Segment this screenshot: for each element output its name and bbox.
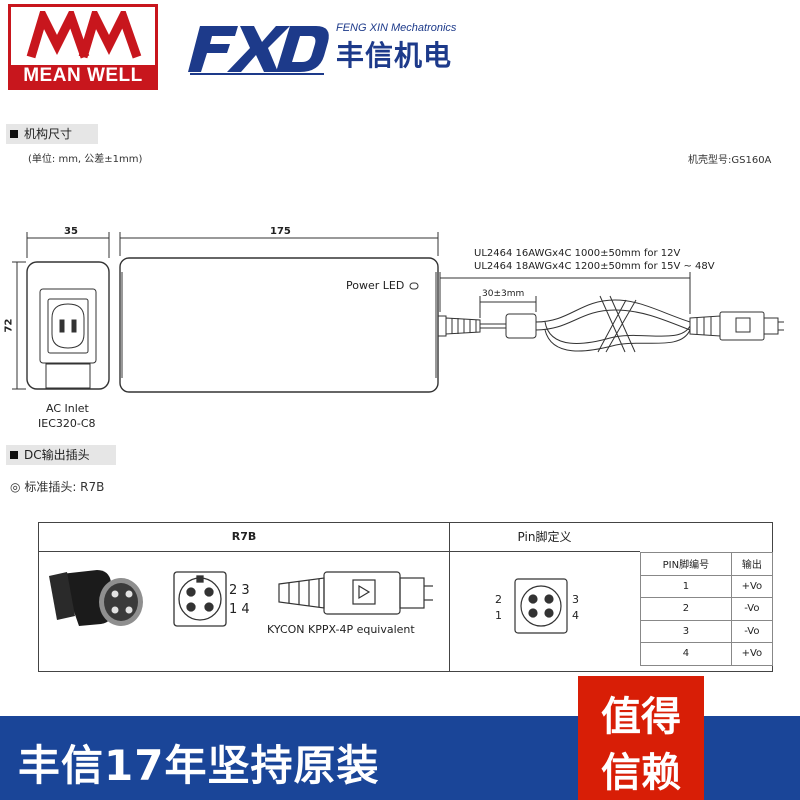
cable-spec-15-48v: UL2464 18AWGx4C 1200±50mm for 15V ~ 48V [474,261,715,272]
ferrite-dim: 30±3mm [482,289,525,299]
pin-right-top: 3 [572,593,579,606]
meanwell-logo: MEAN WELL [8,4,158,90]
trust-line-1: 值得 [601,694,681,740]
inlet-end-outline [26,261,110,390]
banner-slogan: 丰信17年坚持原装 [18,741,380,790]
front-pins-top: 2 3 [229,583,250,598]
c8-socket-shape [51,303,85,349]
table-row: 4 +Vo [640,642,774,666]
table-row: 1 +Vo [640,574,774,598]
pin-right-bottom: 4 [572,609,579,622]
standard-plug-line: ◎ 标准插头: R7B [10,478,104,495]
dim-inlet-width: 35 [64,226,78,237]
case-model: 机壳型号:GS160A [688,155,772,166]
fxd-logo: FENG XIN Mechatronics 丰信机电 [186,20,466,76]
plug-illustrations [49,570,433,627]
mechanical-section-header: 机构尺寸 [6,124,98,144]
pin-table: PIN脚编号 输出 1 +Vo 2 -Vo 3 -Vo 4 +Vo [640,552,774,666]
fxd-letters-mark [188,26,329,75]
ac-inlet-label: AC Inlet [46,402,89,415]
pin-number: 2 [640,597,732,621]
pin-number: 4 [640,642,732,666]
power-led-indicator [409,282,419,290]
pin-output: +Vo [730,574,774,598]
plug-side-view [278,571,433,615]
standard-plug: 标准插头: R7B [24,480,105,494]
dc-plug-table: R7B Pin脚定义 [38,522,774,672]
pin-definition-diagram [514,578,568,634]
dc-plug-body [719,311,765,341]
front-pins-bottom: 1 4 [229,602,250,617]
output-col-header: 输出 [730,552,774,576]
pin-table-header: PIN脚编号 输出 [640,552,774,576]
dim-length: 175 [270,226,291,237]
fxd-chinese-name: 丰信机电 [336,39,453,72]
plug-photo [49,570,143,626]
square-bullet-icon [10,130,18,138]
meanwell-mw-mark [26,11,142,59]
plug-front-view [173,571,227,627]
pin-output: +Vo [730,642,774,666]
pin-definition-header: Pin脚定义 [517,530,572,544]
dc-plug-section-title: DC输出插头 [24,448,90,462]
pin-left-top: 2 [495,593,502,606]
pin-output: -Vo [730,619,774,643]
unit-note: (单位: mm, 公差±1mm) [28,154,143,165]
ferrite-core [505,313,537,339]
double-circle-icon: ◎ [10,480,21,494]
meanwell-name: MEAN WELL [11,65,155,87]
pin-output: -Vo [730,597,774,621]
square-bullet-icon [10,451,18,459]
trust-badge: 值得 信赖 [578,676,704,800]
pin-number: 1 [640,574,732,598]
ac-inlet-type: IEC320-C8 [38,417,96,430]
table-row: 3 -Vo [640,619,774,643]
pin-number: 3 [640,619,732,643]
fxd-subtitle: FENG XIN Mechatronics [336,22,457,34]
kycon-note: KYCON KPPX-4P equivalent [267,623,415,636]
power-led-label: Power LED [346,279,405,292]
table-row: 2 -Vo [640,597,774,621]
dim-height: 72 [3,318,15,333]
mechanical-drawing [12,232,784,393]
mechanical-section-title: 机构尺寸 [24,127,73,141]
dc-plug-section-header: DC输出插头 [6,445,116,465]
inlet-socket-frame [39,288,97,364]
pin-col-header: PIN脚编号 [640,552,732,576]
cable-spec-12v: UL2464 16AWGx4C 1000±50mm for 12V [474,248,681,259]
trust-line-2: 信赖 [601,750,681,796]
r7b-header: R7B [231,530,257,543]
pin-left-bottom: 1 [495,609,502,622]
